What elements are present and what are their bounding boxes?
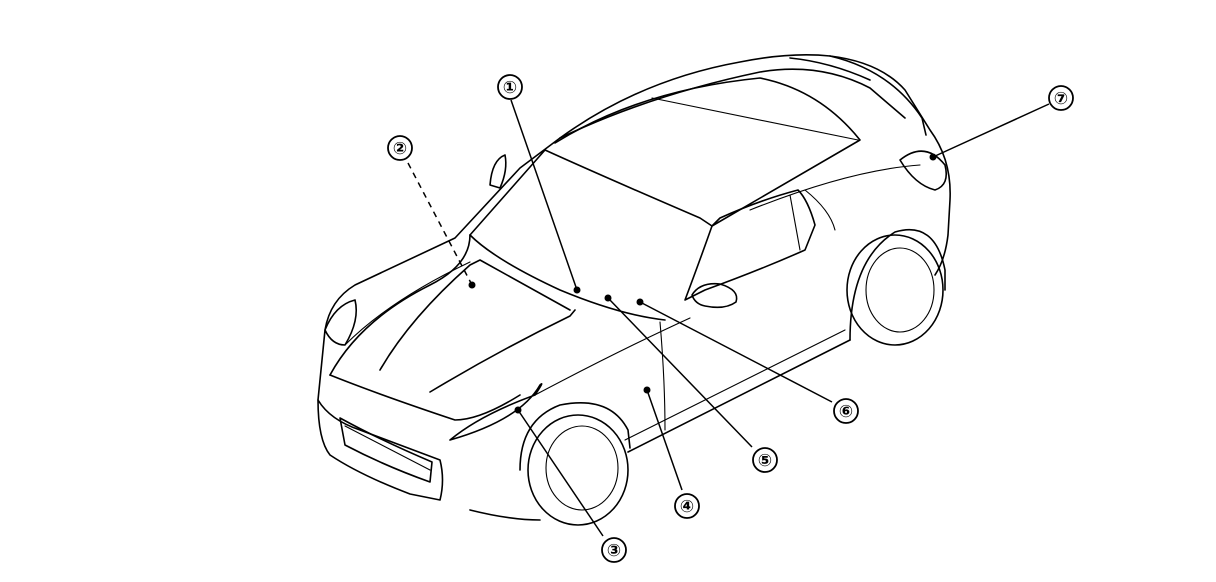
car-outline — [317, 54, 951, 526]
leader-3 — [517, 409, 604, 537]
leader-lines — [407, 99, 1050, 537]
callout-7-label: ⑦ — [1054, 89, 1068, 109]
callout-6-label: ⑥ — [839, 402, 853, 422]
point-6 — [636, 298, 644, 306]
point-1 — [573, 286, 581, 294]
callout-1: ① — [497, 74, 523, 100]
leader-2 — [407, 162, 473, 286]
component-points — [468, 153, 937, 414]
point-5 — [604, 294, 612, 302]
point-7 — [929, 153, 937, 161]
callout-4: ④ — [674, 493, 700, 519]
callout-5-label: ⑤ — [758, 451, 772, 471]
leader-5 — [607, 297, 753, 448]
callout-3-label: ③ — [607, 541, 621, 561]
point-3 — [514, 406, 522, 414]
callout-5: ⑤ — [752, 447, 778, 473]
callout-3: ③ — [601, 537, 627, 563]
leader-4 — [646, 389, 683, 491]
callout-1-label: ① — [503, 78, 517, 98]
point-2 — [468, 281, 476, 289]
callout-4-label: ④ — [680, 497, 694, 517]
callout-2: ② — [387, 135, 413, 161]
callout-7: ⑦ — [1048, 85, 1074, 111]
leader-1 — [510, 99, 578, 291]
callout-6: ⑥ — [833, 398, 859, 424]
callout-2-label: ② — [393, 139, 407, 159]
point-4 — [643, 386, 651, 394]
leader-7 — [932, 103, 1050, 158]
leader-6 — [639, 301, 833, 403]
